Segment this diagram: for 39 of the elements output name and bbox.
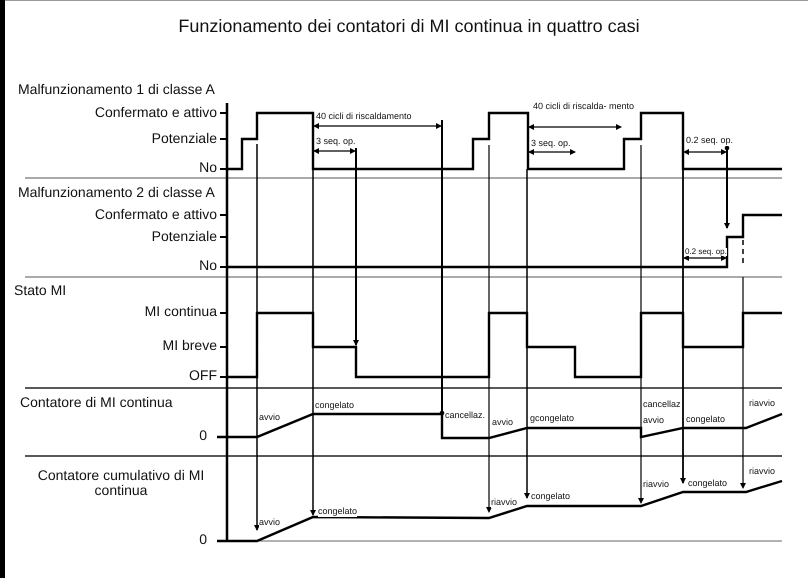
event-label: congelato <box>531 492 570 502</box>
section-title: Stato MI <box>14 283 66 299</box>
dimension-label: 40 cicli di riscaldamento <box>316 112 412 122</box>
event-label: riavvio <box>491 498 518 508</box>
event-label: cancellaz. <box>445 411 486 421</box>
section-title: Contatore di MI continua <box>20 395 173 411</box>
event-label: congelato <box>688 479 728 489</box>
event-label: avvio <box>492 418 514 428</box>
event-label: congelato <box>315 401 354 411</box>
event-label: avvio <box>259 413 280 423</box>
event-label: congelato <box>318 507 358 517</box>
section-title: Contatore cumulativo di MI continua <box>36 468 206 498</box>
section-title: Malfunzionamento 2 di classe A <box>18 185 215 201</box>
dimension-label: 3 seq. op. <box>531 139 571 149</box>
event-label: riavvio <box>643 480 670 490</box>
level-label: Confermato e attivo <box>94 207 217 223</box>
level-label: MI breve <box>162 338 217 354</box>
level-label: No <box>199 160 217 176</box>
dimension-label: 40 cicli di riscalda- mento <box>533 102 637 112</box>
level-label: OFF <box>189 368 217 384</box>
diagram-title: Funzionamento dei contatori di MI continua in quattro casi <box>177 16 641 37</box>
event-label: gcongelato <box>530 414 574 424</box>
level-label: Potenziale <box>152 131 217 147</box>
axis-zero-label: 0 <box>199 428 207 444</box>
dimension-label: 0.2 seq. op. <box>686 136 734 146</box>
event-label: avvio <box>643 416 664 426</box>
section-title: Malfunzionamento 1 di classe A <box>18 82 215 98</box>
event-label: avvio <box>259 518 280 528</box>
event-label: congelato <box>686 415 726 425</box>
level-label: No <box>199 258 217 274</box>
level-label: MI continua <box>144 304 217 320</box>
level-label: Potenziale <box>152 229 217 245</box>
event-label: cancellaz <box>643 400 681 410</box>
axis-zero-label: 0 <box>199 532 207 548</box>
level-label: Confermato e attivo <box>94 105 217 121</box>
event-label: riavvio <box>749 467 776 477</box>
dimension-label: 3 seq. op. <box>316 137 356 147</box>
dimension-label: 0.2 seq. op. <box>685 248 727 256</box>
event-label: riavvio <box>749 399 776 409</box>
